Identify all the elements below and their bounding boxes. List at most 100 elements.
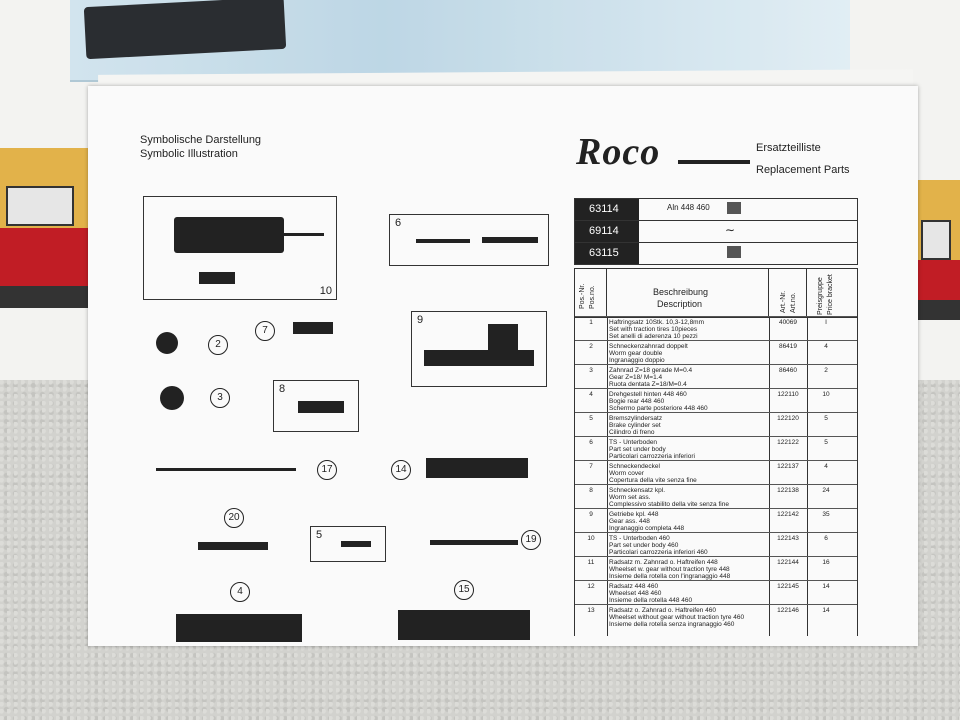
- bogie-part-15: [398, 610, 530, 640]
- description-line: Schneckenzahnrad doppelt: [609, 343, 688, 350]
- description-line: Brake cylinder set: [609, 422, 661, 429]
- row-pos: 11: [587, 559, 595, 566]
- table-header: Pos.-Nr. Pos.no. Beschreibung Descriptio…: [574, 268, 858, 318]
- roco-logo: Roco: [576, 131, 661, 173]
- description-line: TS - Unterboden 460: [609, 535, 670, 542]
- row-pos: 8: [589, 487, 593, 494]
- row-pos: 12: [587, 583, 595, 590]
- row-price: 16: [822, 559, 830, 566]
- description-line: Ingranaggio doppio: [609, 357, 665, 364]
- description-line: Cilindro di freno: [609, 429, 655, 436]
- description-line: Wheelset without gear without traction t…: [609, 614, 745, 621]
- replacement-parts-sheet: Symbolische Darstellung Symbolic Illustr…: [88, 86, 918, 646]
- description-line: Wheelset 448 460: [609, 590, 662, 597]
- callout-19: 19: [521, 530, 541, 550]
- row-pos: 4: [589, 391, 593, 398]
- row-art-no: 122143: [777, 535, 799, 542]
- header-art-de: Art.-Nr.: [780, 290, 787, 313]
- description-line: Insieme della rotella 448 460: [609, 597, 693, 604]
- callout-10: 10: [319, 285, 332, 297]
- description-line: Part set under body: [609, 446, 666, 453]
- callout-5: 5: [316, 529, 323, 541]
- description-line: Particolari carrozzeria inferiori 460: [609, 549, 708, 556]
- gear-part-2: [156, 332, 178, 354]
- description-line: Getriebe kpl. 448: [609, 511, 659, 518]
- header-price-en: Price bracket: [827, 274, 834, 315]
- description-line: TS - Unterboden: [609, 439, 658, 446]
- callout-8: 8: [279, 383, 286, 395]
- callout-14: 14: [391, 460, 411, 480]
- description-line: Particolari carrozzeria inferiori: [609, 453, 695, 460]
- row-art-no: 122145: [777, 583, 799, 590]
- row-art-no: 122144: [777, 559, 799, 566]
- description-line: Set anelli di aderenza 10 pezzi: [609, 333, 698, 340]
- callout-7: 7: [255, 321, 275, 341]
- description-line: Part set under body 460: [609, 542, 679, 549]
- packed-part: [83, 0, 287, 60]
- row-price: 5: [824, 439, 828, 446]
- part-box-8: 8: [273, 380, 359, 432]
- callout-6: 6: [395, 217, 402, 229]
- header-desc-de: Beschreibung: [653, 287, 709, 297]
- part-19: [430, 540, 518, 545]
- row-pos: 7: [589, 463, 593, 470]
- row-pos: 5: [589, 415, 593, 422]
- description-line: Haftringsatz 10Stk. 10,3-12,8mm: [609, 319, 705, 326]
- row-price: 2: [824, 367, 828, 374]
- row-art-no: 122120: [777, 415, 799, 422]
- row-art-no: 122137: [777, 463, 799, 470]
- bogie-part-4: [176, 614, 302, 642]
- row-pos: 6: [589, 439, 593, 446]
- description-line: Zahnrad Z=18 gerade M=0.4: [609, 367, 693, 374]
- description-line: Worm gear double: [609, 350, 663, 357]
- part-20: [198, 542, 268, 550]
- symbolic-label-en: Symbolic Illustration: [140, 148, 238, 160]
- row-art-no: 86460: [778, 367, 798, 374]
- underbody-part: [426, 458, 528, 478]
- row-price: 10: [822, 391, 830, 398]
- dc-symbol-icon: [727, 202, 741, 214]
- row-art-no: 122138: [777, 487, 799, 494]
- description-line: Worm set ass.: [609, 494, 651, 501]
- description-line: Schneckensatz kpl.: [609, 487, 666, 494]
- row-art-no: 86419: [778, 343, 798, 350]
- description-line: Insieme della rotella con l'ingranaggio …: [609, 573, 731, 580]
- description-line: Radsatz 448 460: [609, 583, 659, 590]
- description-line: Wheelset w. gear without traction tyre 4…: [609, 566, 730, 573]
- callout-3: 3: [210, 388, 230, 408]
- article-row: 63115: [574, 242, 858, 265]
- symbolic-label-de: Symbolische Darstellung: [140, 134, 262, 146]
- description-line: Set with traction tires 10pieces: [609, 326, 698, 333]
- ac-symbol-icon: ∼: [725, 223, 736, 237]
- description-line: Radsatz m. Zahnrad o. Haftreifen 448: [609, 559, 718, 566]
- row-price: 35: [822, 511, 830, 518]
- row-art-no: 122110: [777, 391, 799, 398]
- callout-2: 2: [208, 335, 228, 355]
- callout-20: 20: [224, 508, 244, 528]
- description-line: Schermo parte posteriore 448 460: [609, 405, 708, 412]
- header-art-en: Art.no.: [790, 292, 797, 313]
- worm-cover-part: [293, 322, 333, 334]
- header-desc-en: Description: [657, 299, 703, 309]
- row-description: Schneckensatz kpl.Worm set ass.Complessi…: [609, 487, 769, 508]
- row-pos: 3: [589, 367, 593, 374]
- dc-symbol-icon: [727, 246, 741, 258]
- part-box-5: 5: [310, 526, 386, 562]
- train-car-left: [0, 148, 100, 308]
- row-price: 4: [824, 343, 828, 350]
